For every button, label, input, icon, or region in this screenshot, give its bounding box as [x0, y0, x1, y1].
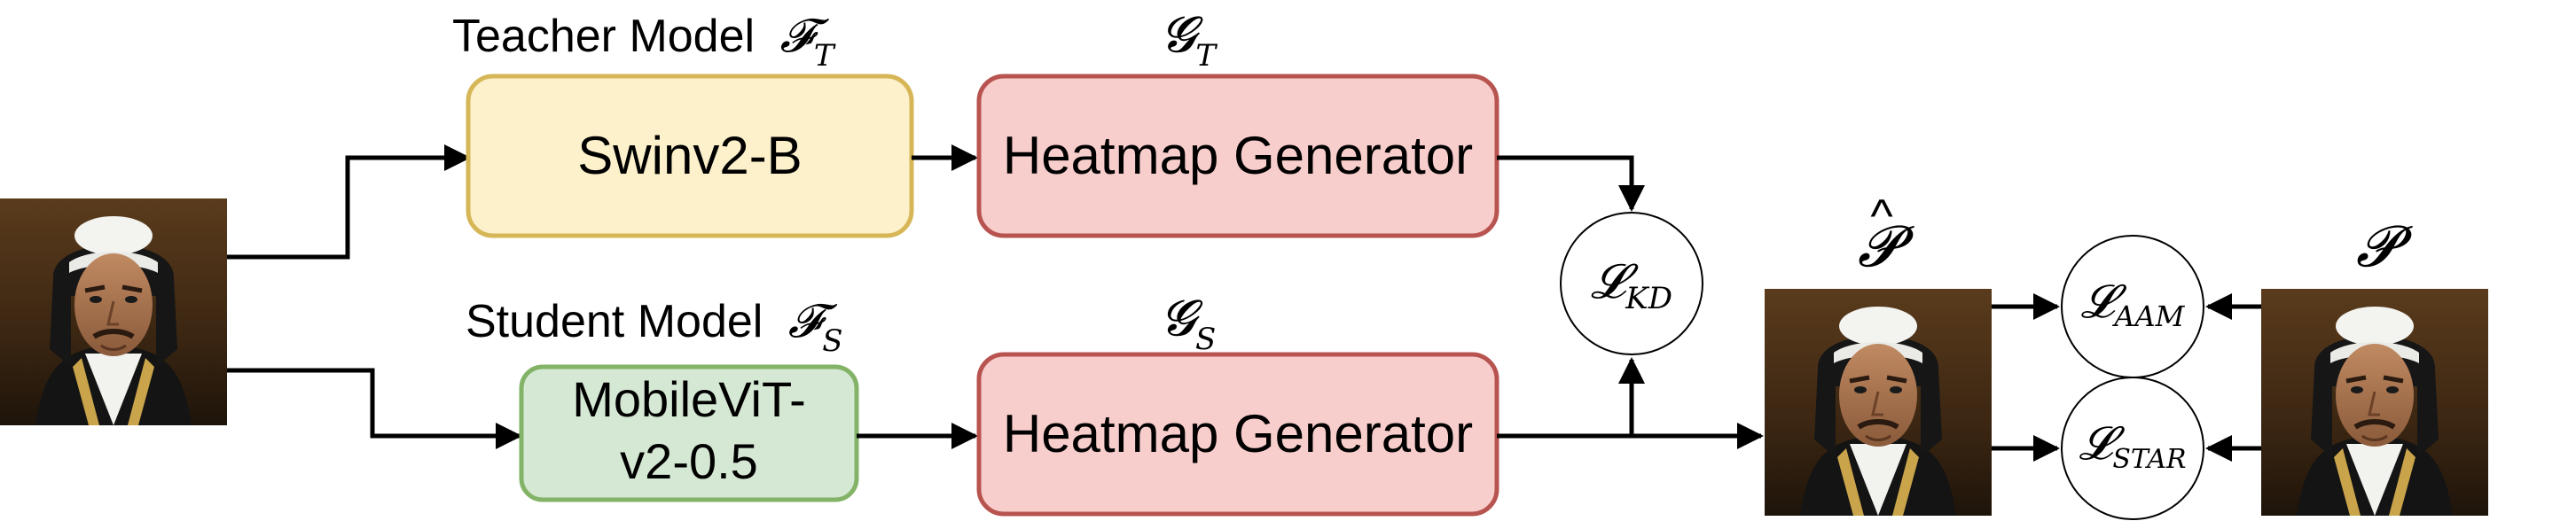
prediction-hat: ^ [1870, 190, 1893, 243]
ground-truth-symbol: 𝓟 [2356, 214, 2413, 280]
student-generator-symbol: 𝓖S [1161, 290, 1217, 357]
student-heatmap-generator-label: Heatmap Generator [1003, 404, 1473, 463]
star-loss-label: 𝓛STAR [2079, 417, 2187, 475]
aam-loss-label: 𝓛AAM [2081, 276, 2186, 333]
teacher-to-kd-arrow [1497, 155, 1645, 212]
input-portrait-image [0, 198, 227, 425]
student-caption: Student Model 𝓕S [466, 295, 842, 359]
teacher-generator-symbol: 𝓖T [1161, 6, 1218, 74]
student-backbone-box [519, 364, 859, 502]
input-to-student-arrow [227, 368, 522, 449]
student-backbone-label-line1: MobileViT- [572, 371, 806, 427]
student-backbone-label-line2: v2-0.5 [620, 433, 758, 489]
teacher-caption: Teacher Model 𝓕T [452, 10, 836, 74]
input-to-teacher-arrow [227, 144, 471, 260]
teacher-heatmap-generator-label: Heatmap Generator [1003, 126, 1473, 185]
prediction-portrait-image [1765, 289, 1992, 516]
teacher-backbone-label: Swinv2-B [577, 126, 802, 185]
ground-truth-portrait-image [2261, 289, 2488, 516]
star-loss-node [2061, 377, 2204, 520]
kd-loss-node [1560, 212, 1703, 355]
